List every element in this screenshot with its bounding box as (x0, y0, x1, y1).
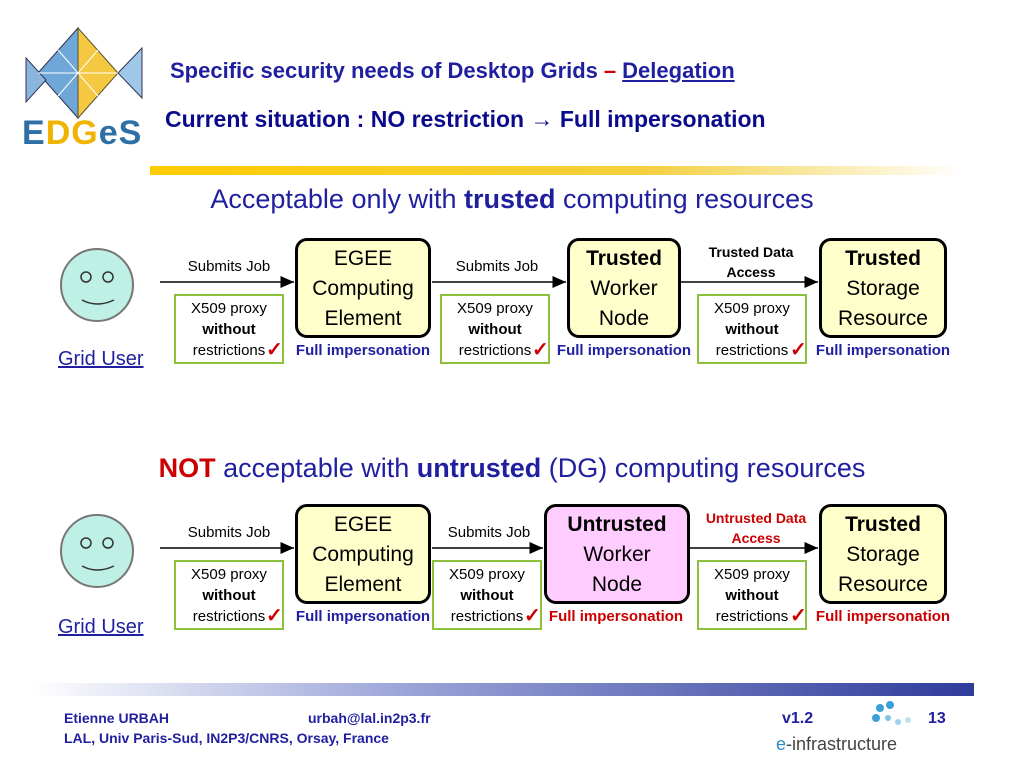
data-access-label: Untrusted Data Access (705, 510, 807, 546)
e-infrastructure-logo-icon (872, 701, 911, 725)
data-access-label: Trusted Data Access (708, 244, 794, 280)
impersonation-label: Full impersonation (548, 608, 684, 625)
submits-job-label: Submits Job (447, 524, 531, 541)
edges-logo-graphic (25, 26, 143, 120)
grid-user-link[interactable]: Grid User (58, 348, 144, 370)
impersonation-label: Full impersonation (815, 342, 951, 359)
impersonation-label: Full impersonation (556, 342, 692, 359)
edges-logo-text: EDGeS (22, 114, 143, 152)
checkmark-icon: ✓ (524, 605, 541, 627)
slide-subtitle: Current situation : NO restriction → Ful… (165, 106, 766, 132)
e-infrastructure-logo-text: e-infrastructure (776, 734, 898, 754)
impersonation-label: Full impersonation (295, 608, 431, 625)
footer-divider (30, 683, 974, 696)
checkmark-icon: ✓ (532, 339, 549, 361)
section-2-heading: NOT acceptable with untrusted (DG) compu… (158, 453, 866, 483)
footer-affiliation: LAL, Univ Paris-Sud, IN2P3/CNRS, Orsay, … (64, 730, 389, 746)
grid-user-face-icon (60, 248, 134, 322)
impersonation-label: Full impersonation (815, 608, 951, 625)
page-number: 13 (928, 710, 946, 727)
header-divider (150, 166, 964, 175)
grid-user-face-icon (60, 514, 134, 588)
section-1-heading: Acceptable only with trusted computing r… (210, 184, 814, 214)
footer-author: Etienne URBAH (64, 710, 170, 726)
submits-job-label: Submits Job (187, 258, 271, 275)
checkmark-icon: ✓ (266, 339, 283, 361)
checkmark-icon: ✓ (790, 605, 807, 627)
submits-job-label: Submits Job (187, 524, 271, 541)
impersonation-label: Full impersonation (295, 342, 431, 359)
checkmark-icon: ✓ (266, 605, 283, 627)
footer-version: v1.2 (782, 710, 814, 727)
checkmark-icon: ✓ (790, 339, 807, 361)
grid-user-link[interactable]: Grid User (58, 616, 144, 638)
submits-job-label: Submits Job (455, 258, 539, 275)
slide-title: Specific security needs of Desktop Grids… (170, 58, 735, 83)
footer-email[interactable]: urbah@lal.in2p3.fr (308, 710, 431, 726)
